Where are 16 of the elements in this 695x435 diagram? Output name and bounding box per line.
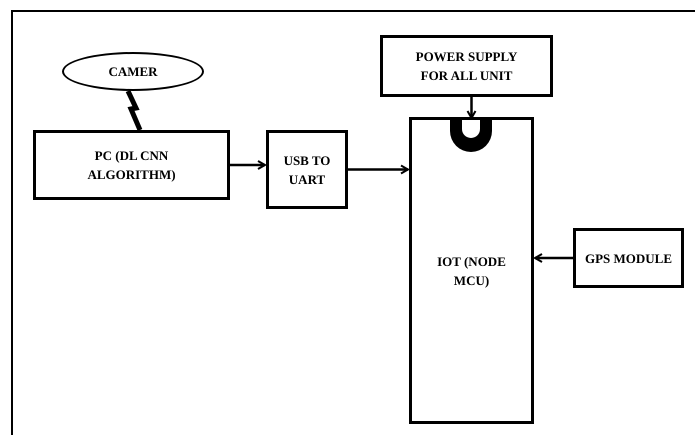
block-box: [266, 130, 348, 209]
block-box: [573, 228, 684, 288]
arrow: [348, 164, 409, 174]
arrow: [466, 97, 476, 119]
node-label: USB TO UART: [282, 152, 332, 188]
node-label: POWER SUPPLY FOR ALL UNIT: [414, 48, 518, 85]
block-box: [33, 130, 230, 200]
arrow: [230, 160, 266, 170]
block-box: [409, 117, 534, 424]
lightning-bolt: [126, 90, 142, 131]
node-label: PC (DL CNN ALGORITHM): [86, 147, 177, 184]
node-label: GPS MODULE: [584, 250, 672, 268]
node-label: IOT (NODE MCU): [436, 252, 507, 290]
node-label: CAMER: [108, 63, 158, 81]
block-box: [380, 35, 553, 97]
arrow: [534, 253, 573, 263]
